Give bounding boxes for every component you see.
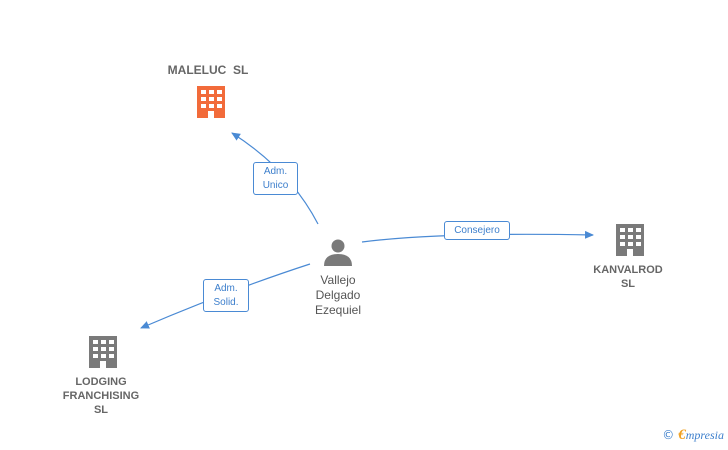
lodging-building-icon[interactable] (89, 336, 117, 368)
edge-label-adm-unico-line1: Adm. (263, 166, 288, 177)
edge-label-adm-solid-line2: Solid. (213, 297, 239, 308)
edge-label-adm-solid: Adm. Solid. (203, 279, 249, 312)
kanvalrod-label-line1: KANVALROD (593, 264, 663, 276)
lodging-label[interactable]: LODGING FRANCHISING SL (46, 375, 156, 417)
lodging-label-line1: LODGING (75, 376, 127, 388)
maleluc-building-icon[interactable] (197, 86, 225, 118)
empresia-brand[interactable]: ©€mpresia (662, 427, 724, 444)
person-label[interactable]: Vallejo Delgado Ezequiel (290, 273, 386, 318)
edge-label-adm-unico: Adm. Unico (253, 162, 298, 195)
lodging-label-line2: FRANCHISING (62, 390, 140, 402)
copyright-icon: © (662, 428, 675, 442)
person-label-line3: Ezequiel (314, 303, 362, 317)
person-icon[interactable] (324, 239, 352, 267)
edge-label-consejero-line1: Consejero (454, 225, 500, 236)
kanvalrod-label[interactable]: KANVALROD SL (580, 263, 676, 291)
edge-label-consejero: Consejero (444, 221, 510, 240)
kanvalrod-label-line2: SL (620, 278, 636, 290)
empresia-logo-text: mpresia (685, 428, 724, 442)
edge-label-adm-solid-line1: Adm. (214, 283, 238, 294)
maleluc-label[interactable]: MALELUC SL (167, 63, 249, 77)
person-label-line1: Vallejo (320, 273, 356, 287)
person-label-line2: Delgado (315, 288, 361, 302)
kanvalrod-building-icon[interactable] (616, 224, 644, 256)
lodging-label-line3: SL (93, 404, 109, 416)
empresia-logo-e: € (678, 427, 686, 443)
edge-label-adm-unico-line2: Unico (262, 180, 289, 191)
